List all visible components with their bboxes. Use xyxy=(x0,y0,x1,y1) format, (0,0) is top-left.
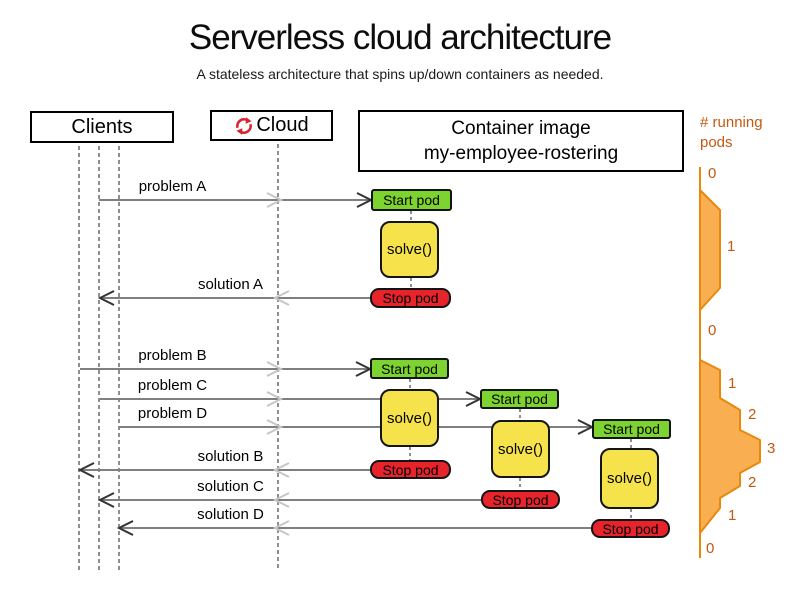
start-pod-box: Start pod xyxy=(371,189,452,211)
solve-box: solve() xyxy=(491,420,550,478)
page-subtitle: A stateless architecture that spins up/d… xyxy=(196,66,604,82)
start-pod-box: Start pod xyxy=(370,358,449,379)
pod-connectors xyxy=(409,211,632,519)
message-label-problem-d: problem D xyxy=(137,405,208,422)
stop-pod-box: Stop pod xyxy=(370,288,451,308)
pod-count-label: 0 xyxy=(708,322,717,339)
pod-count-label: 3 xyxy=(767,440,776,457)
stop-pod-box: Stop pod xyxy=(481,490,560,509)
pod-count-label: 2 xyxy=(748,474,757,491)
clients-lane-header: Clients xyxy=(30,111,174,143)
container-image-name: my-employee-rostering xyxy=(423,143,619,164)
pod-count-label: 2 xyxy=(748,406,757,423)
container-image-title: Container image xyxy=(451,118,591,139)
start-pod-box: Start pod xyxy=(592,419,671,439)
cloud-lane-label: Cloud xyxy=(256,114,309,136)
pods-area-chart xyxy=(699,189,761,534)
message-label-problem-b: problem B xyxy=(138,347,207,364)
message-label-solution-d: solution D xyxy=(197,506,264,523)
solve-box: solve() xyxy=(380,389,439,447)
pod-count-label: 1 xyxy=(727,238,736,255)
message-arrows xyxy=(80,199,592,529)
cloud-refresh-icon xyxy=(234,116,254,136)
cloud-pass-chevrons xyxy=(266,192,290,536)
page-title: Serverless cloud architecture xyxy=(188,18,612,57)
container-image-header: Container image my-employee-rostering xyxy=(358,110,684,172)
clients-lane-label: Clients xyxy=(71,115,133,138)
stop-pod-box: Stop pod xyxy=(591,519,670,538)
message-label-problem-a: problem A xyxy=(138,178,207,195)
pod-count-label: 0 xyxy=(708,165,717,182)
message-label-solution-a: solution A xyxy=(197,276,264,293)
pod-count-label: 1 xyxy=(728,375,737,392)
solve-box: solve() xyxy=(600,448,659,509)
running-pods-axis-title: # running pods xyxy=(700,114,763,151)
start-pod-box: Start pod xyxy=(480,389,559,409)
arrowheads xyxy=(77,192,595,536)
solve-box: solve() xyxy=(380,221,439,278)
cloud-lane-header: Cloud xyxy=(210,110,333,141)
message-label-solution-b: solution B xyxy=(197,448,264,465)
message-label-problem-c: problem C xyxy=(137,377,208,394)
message-label-solution-c: solution C xyxy=(197,478,264,495)
pod-count-label: 1 xyxy=(728,507,737,524)
pod-count-label: 0 xyxy=(706,540,715,557)
stop-pod-box: Stop pod xyxy=(370,460,451,479)
